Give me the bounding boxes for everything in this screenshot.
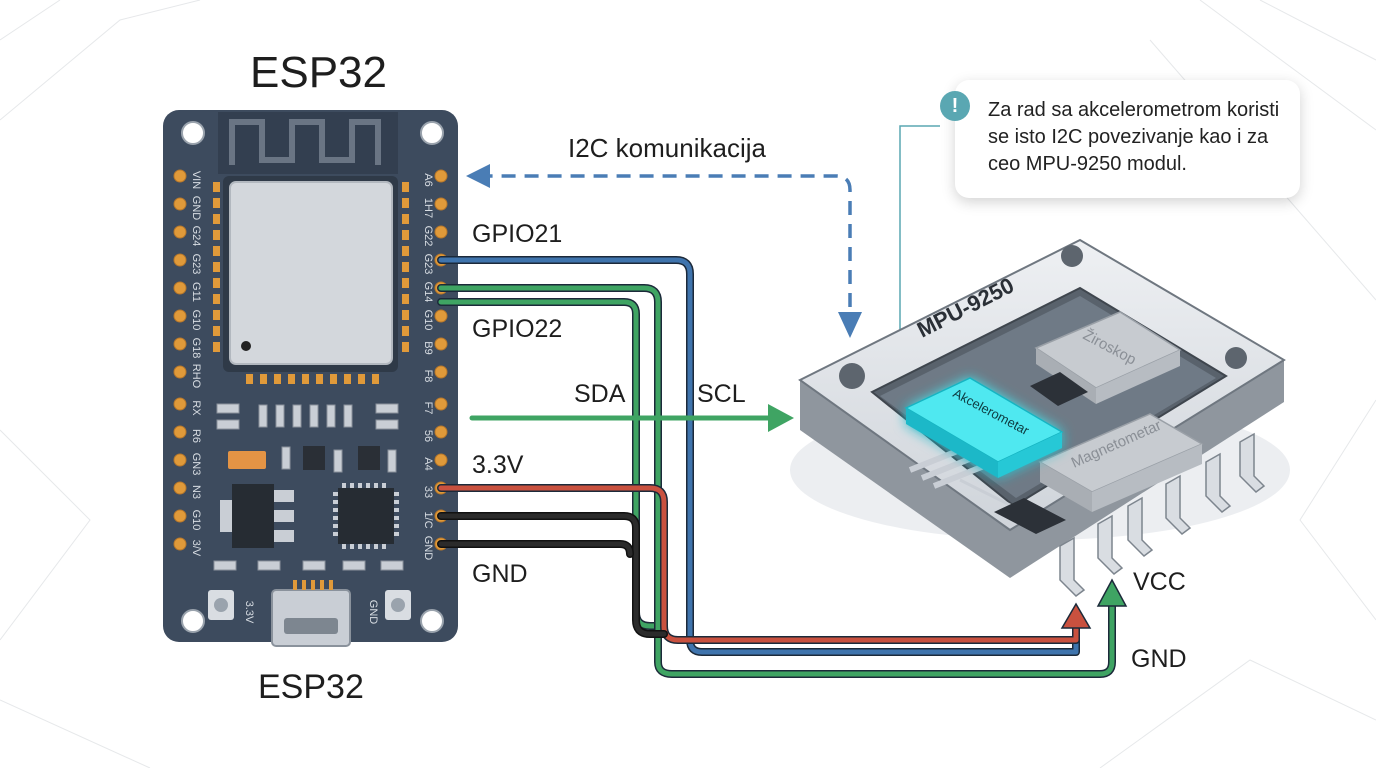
left-pin-label: GND [190,196,202,221]
right-pin-label: G23 [422,254,434,275]
right-pin-label: 56 [422,430,434,442]
left-pin-label: RX [190,400,202,416]
right-pin-label: F8 [422,370,434,383]
gnd-right-label: GND [1131,645,1187,673]
left-pin-label: RHO [190,364,202,389]
left-pin-label: G11 [190,282,202,302]
left-pin-label: G24 [190,226,202,247]
scl-arrow-head [768,404,794,432]
info-callout [955,80,1300,198]
scl-label: SCL [697,380,746,408]
v33-label: 3.3V [472,451,524,479]
callout-text: Za rad sa akcelerometrom koristi se isto… [988,99,1280,175]
mpu9250-module: MPU-9250 Akcelerometar Žiroskop Magnetom… [790,238,1290,597]
left-pin-label: G18 [190,338,202,359]
i2c-label: I2C komunikacija [568,133,766,163]
left-pin-label: 3/V [190,540,202,557]
right-pin-label: F7 [422,402,434,415]
right-pin-label: A4 [422,457,434,470]
right-pin-label: GND [422,536,434,561]
i2c-arrow-head-left [466,164,490,188]
esp32-subtitle: ESP32 [258,668,364,706]
right-pin-label: G10 [422,310,434,331]
left-pin-label: G10 [190,510,202,531]
usb-left-label: 3.3V [243,601,255,624]
sda-label: SDA [574,380,626,408]
left-pin-label: GN3 [190,453,202,476]
gnd-left-label: GND [472,560,528,588]
left-pin-label: VIN [190,171,202,189]
left-pin-label: N3 [190,485,202,499]
left-pin-label: G10 [190,310,202,331]
info-icon: ! [940,91,970,121]
usb-right-label: GND [367,600,379,625]
right-pin-label: G22 [422,226,434,247]
gpio22-label: GPIO22 [472,315,563,343]
right-pin-label: B9 [422,341,434,354]
callout-leader [899,125,940,330]
right-pin-label: G14 [422,282,434,303]
right-pin-label: 33 [422,486,434,498]
esp32-title: ESP32 [250,48,387,97]
vcc-label: VCC [1133,568,1186,596]
gnd-arrow-head-green [1096,578,1128,607]
i2c-arrow-head-down [838,312,862,338]
i2c-dashed-arrow [488,174,852,330]
esp32-board: VIN GND G24 G23 G11 G10 G18 RHO RX R6 GN… [163,110,458,647]
right-pin-label: A6 [422,173,434,186]
left-pin-label: R6 [190,429,202,443]
vcc-arrow-head-red [1060,602,1092,629]
gpio21-label: GPIO21 [472,220,563,248]
accelerometer-chip [904,377,1064,478]
left-pin-label: G23 [190,254,202,275]
right-pin-label: 1/C [422,511,434,528]
right-pin-label: 1H7 [422,198,434,218]
